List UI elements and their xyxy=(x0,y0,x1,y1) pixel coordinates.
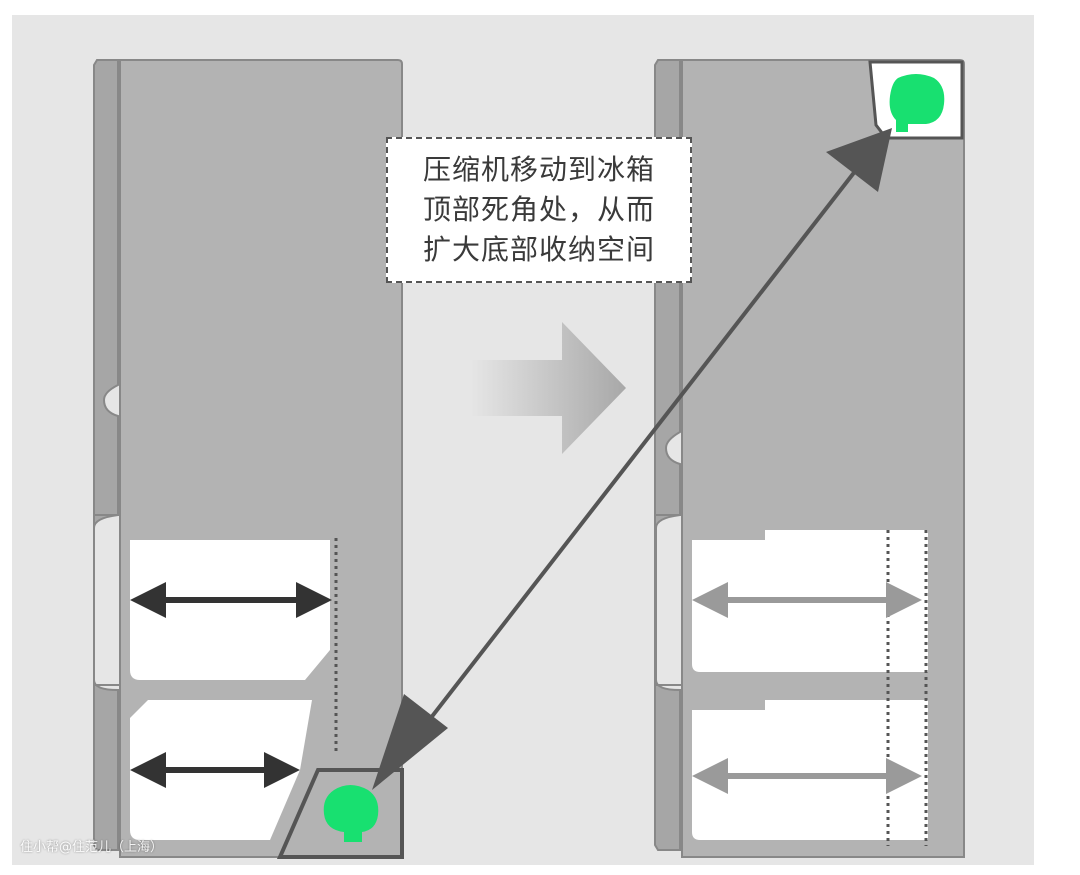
relocation-arrow-line xyxy=(390,150,872,770)
relocation-arrow xyxy=(372,128,892,790)
drawer-lower xyxy=(692,700,928,840)
drawer-upper xyxy=(130,540,330,680)
relocation-arrowhead xyxy=(372,694,448,790)
watermark: 住小帮@住范儿（上海） xyxy=(20,840,164,855)
compressor-icon xyxy=(323,785,379,842)
fridge-before xyxy=(93,59,404,859)
caption-line: 顶部死角处，从而 xyxy=(422,193,655,226)
caption-box: 压缩机移动到冰箱 顶部死角处，从而 扩大底部收纳空间 xyxy=(386,137,692,283)
compressor-icon xyxy=(889,74,945,132)
relocation-arrowhead xyxy=(826,128,892,192)
door-strip xyxy=(93,59,119,851)
right-arrow-icon xyxy=(470,322,626,454)
fridge-after xyxy=(654,59,965,858)
caption-line: 扩大底部收纳空间 xyxy=(422,233,655,266)
caption-line: 压缩机移动到冰箱 xyxy=(422,153,655,186)
